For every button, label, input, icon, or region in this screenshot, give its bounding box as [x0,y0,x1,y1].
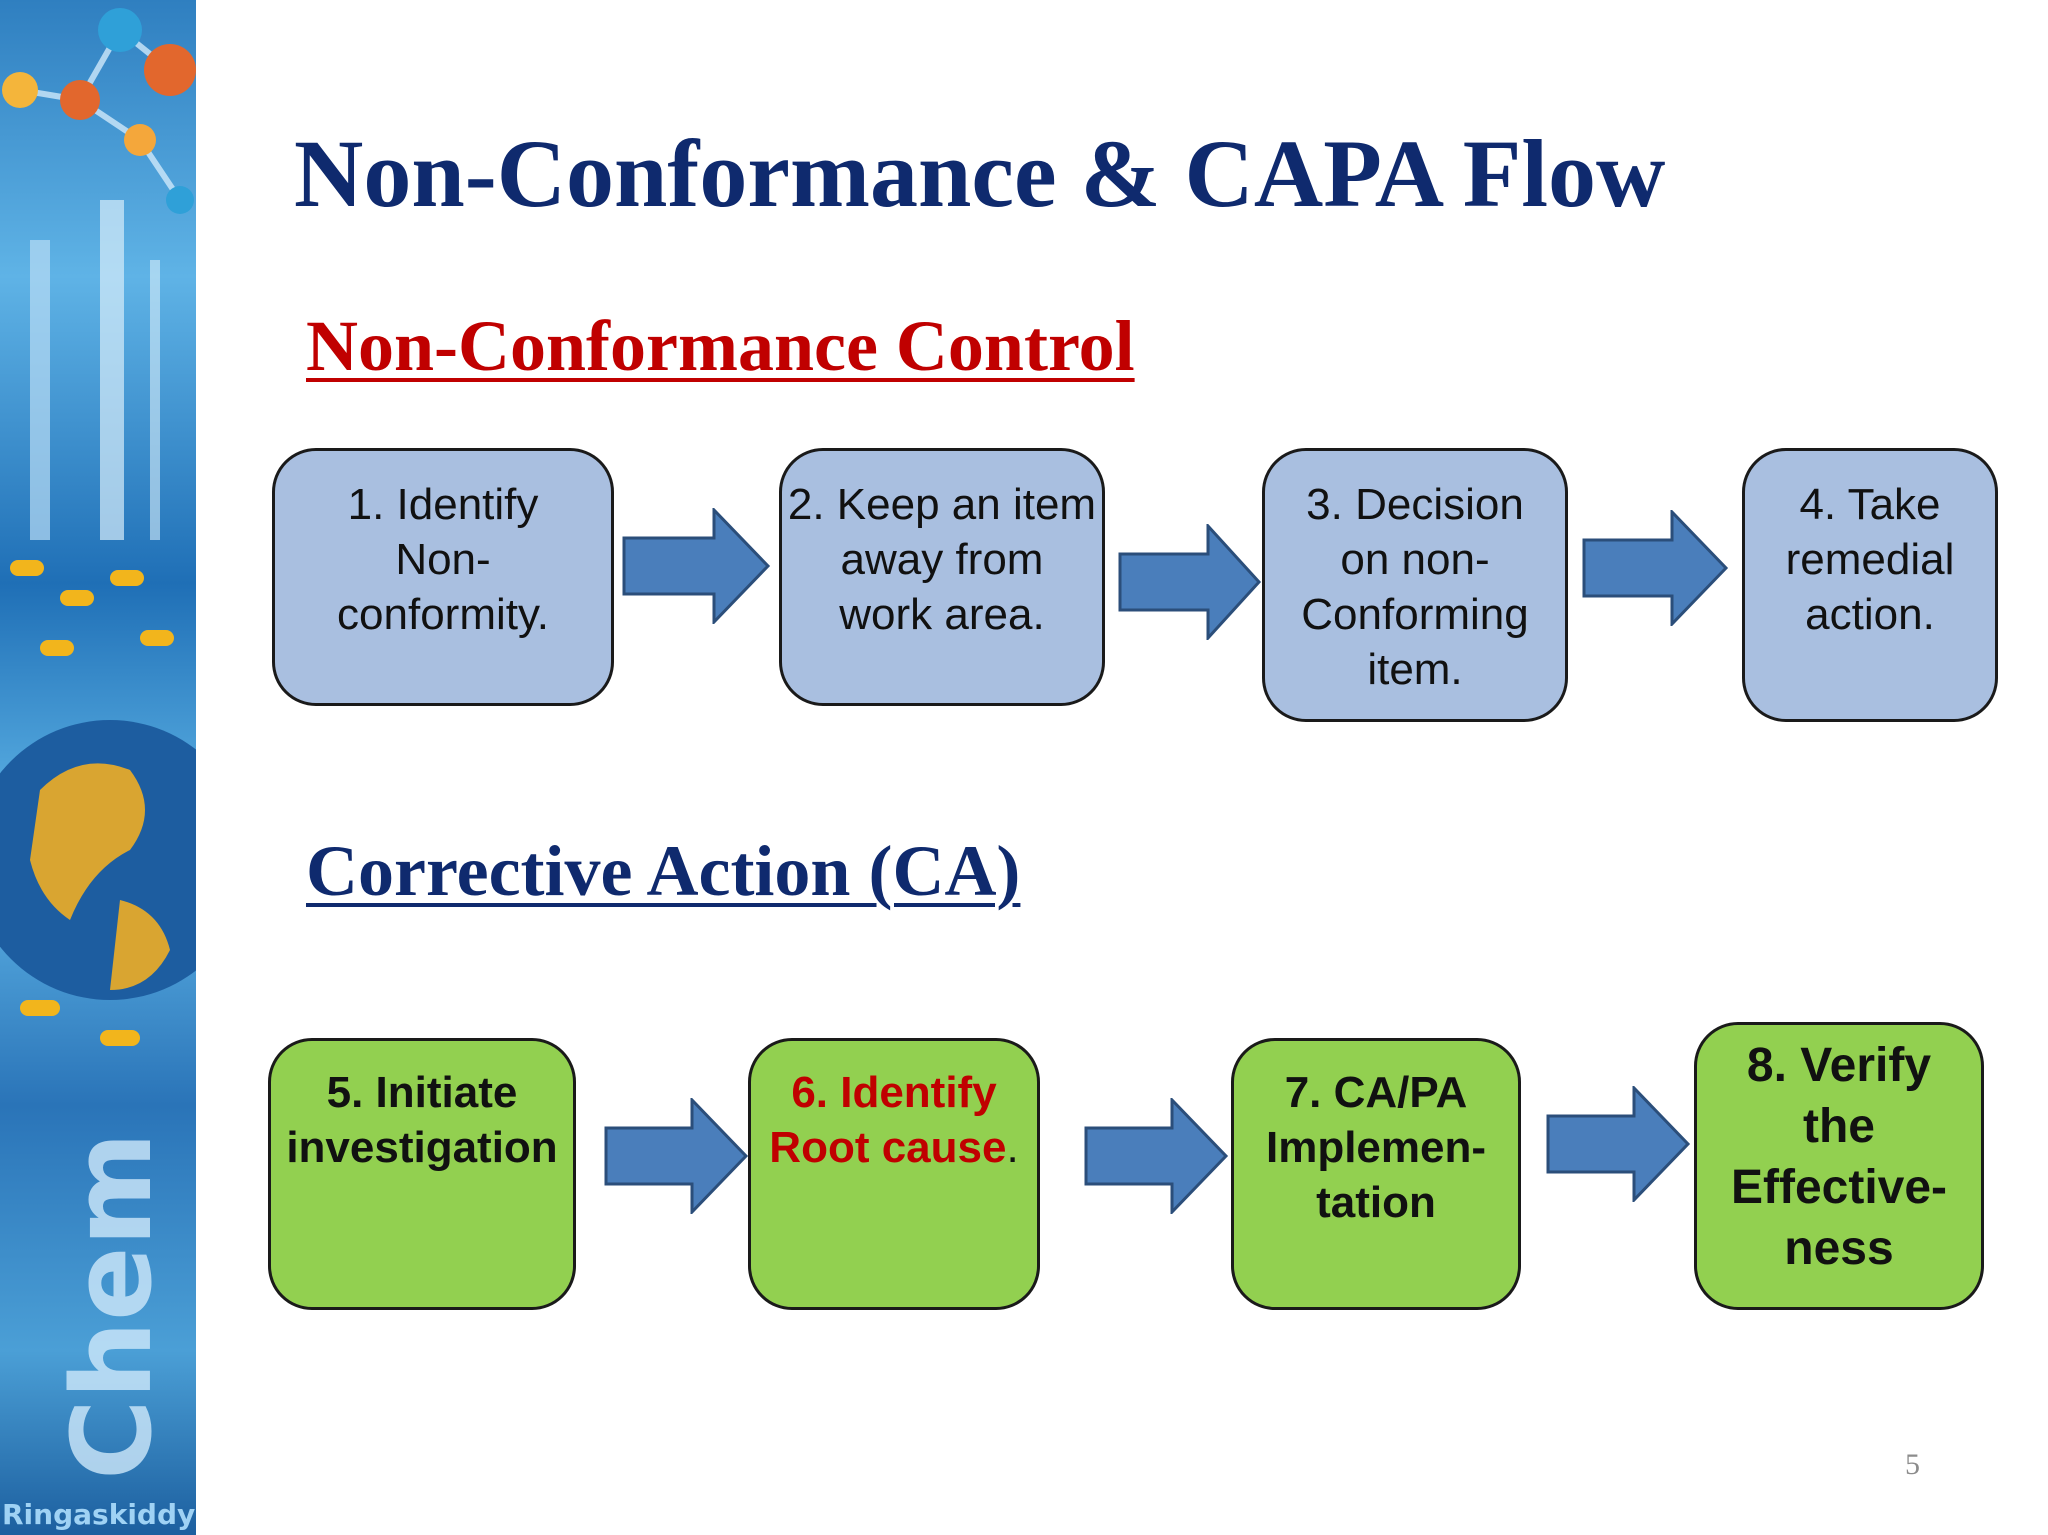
step-label-6-wrapper: 6. Identify Root cause. [769,1065,1018,1175]
flow-arrow-6-7 [1084,1098,1229,1214]
step-label-6-period: . [1006,1123,1019,1172]
svg-text:Chem: Chem [48,1132,176,1480]
step-box-5: 5. Initiate investigation [268,1038,576,1310]
flow-arrow-1-2 [622,508,771,624]
slide-title: Non-Conformance & CAPA Flow [294,120,1666,227]
step-label-2: 2. Keep an item away from work area. [787,480,1097,639]
flow-arrow-7-8 [1546,1086,1691,1202]
flow-arrow-3-4 [1582,510,1729,626]
flow-arrow-5-6 [604,1098,749,1214]
section-heading-nc-control: Non-Conformance Control [306,306,1135,386]
step-label-6: 6. Identify Root cause [769,1068,1007,1172]
flow-arrow-2-3 [1118,524,1262,640]
step-box-2: 2. Keep an item away from work area. [779,448,1105,706]
step-label-4: 4. Take remedial action. [1785,480,1955,639]
step-label-7: 7. CA/PA Implemen- tation [1265,1068,1487,1227]
step-box-1: 1. Identify Non- conformity. [272,448,614,706]
step-label-1: 1. Identify Non- conformity. [337,480,549,639]
step-label-5: 5. Initiate investigation [286,1068,558,1172]
step-box-8: 8. Verify the Effective- ness [1694,1022,1984,1310]
watermark-text: Ringaskiddy [2,1498,196,1531]
page-number: 5 [1905,1448,1920,1481]
step-box-4: 4. Take remedial action. [1742,448,1998,722]
step-label-8: 8. Verify the Effective- ness [1730,1039,1948,1275]
step-label-3: 3. Decision on non- Conforming item. [1301,480,1529,694]
step-box-7: 7. CA/PA Implemen- tation [1231,1038,1521,1310]
step-box-3: 3. Decision on non- Conforming item. [1262,448,1568,722]
molecule-globe-illustration: Chem [0,8,196,1480]
decorative-side-image: Chem Ringaskiddy [0,0,196,1535]
step-box-6: 6. Identify Root cause. [748,1038,1040,1310]
section-heading-corrective-action: Corrective Action (CA) [306,831,1021,911]
